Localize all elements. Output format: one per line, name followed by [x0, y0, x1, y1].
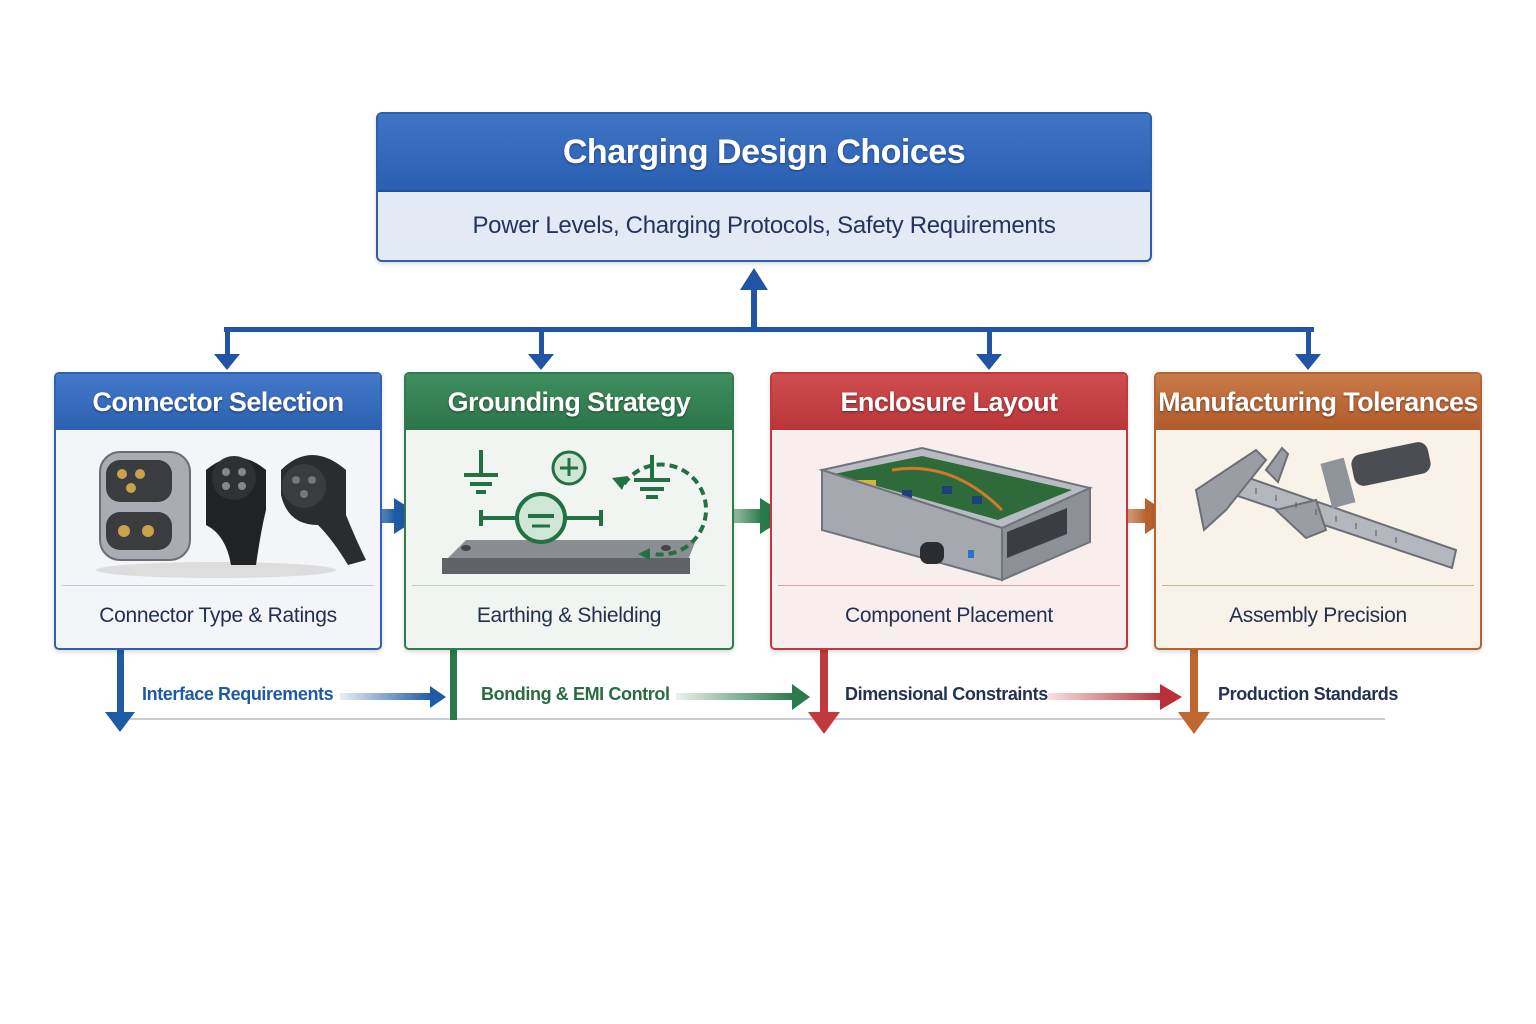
bottom-arrow-red	[808, 650, 1182, 734]
card-caption: Connector Type & Ratings	[99, 604, 337, 627]
bottom-arrow-orange	[1178, 650, 1210, 734]
card-title: Manufacturing Tolerances	[1156, 374, 1480, 430]
card-grounding-strategy: Grounding Strategy Earthing & Shielding	[404, 372, 734, 650]
card-divider	[1162, 585, 1474, 586]
flow-label-dimensional-constraints: Dimensional Constraints	[845, 684, 1048, 704]
electronics-enclosure-image	[772, 430, 1126, 585]
top-box: Charging Design Choices Power Levels, Ch…	[376, 112, 1152, 262]
diagram-subtitle: Power Levels, Charging Protocols, Safety…	[472, 212, 1056, 239]
down-arrow-3	[976, 327, 1002, 370]
card-caption: Earthing & Shielding	[476, 604, 662, 627]
card-title: Enclosure Layout	[772, 374, 1126, 430]
down-arrow-2	[528, 327, 554, 370]
card-title: Grounding Strategy	[406, 374, 732, 430]
bus-line	[224, 327, 1314, 332]
caliper-micrometer-image	[1156, 430, 1480, 585]
top-box-header: Charging Design Choices	[378, 114, 1150, 192]
bottom-arrow-green	[450, 650, 810, 720]
diagram-title: Charging Design Choices	[562, 132, 966, 171]
card-caption: Assembly Precision	[1229, 604, 1407, 627]
card-title: Connector Selection	[56, 374, 380, 430]
card-divider	[412, 585, 726, 586]
card-connector-selection: Connector Selection Connector Type & Rat…	[54, 372, 382, 650]
card-divider	[62, 585, 374, 586]
card-caption: Component Placement	[845, 604, 1053, 627]
card-divider	[778, 585, 1120, 586]
flow-label-interface-requirements: Interface Requirements	[142, 684, 334, 704]
ground-symbol-icon	[442, 450, 709, 574]
up-arrow-to-top	[740, 268, 768, 330]
ev-connectors-image	[56, 430, 380, 585]
bottom-arrow-blue	[105, 650, 446, 732]
down-arrow-1	[214, 327, 240, 370]
flow-label-production-standards: Production Standards	[1218, 684, 1399, 704]
card-enclosure-layout: Enclosure Layout Component Placement	[770, 372, 1128, 650]
card-manufacturing-tolerances: Manufacturing Tolerances Assembly Precis…	[1154, 372, 1482, 650]
grounding-symbols-image	[406, 430, 732, 585]
flow-label-bonding-emi-control: Bonding & EMI Control	[481, 684, 670, 704]
down-arrow-4	[1295, 327, 1321, 370]
